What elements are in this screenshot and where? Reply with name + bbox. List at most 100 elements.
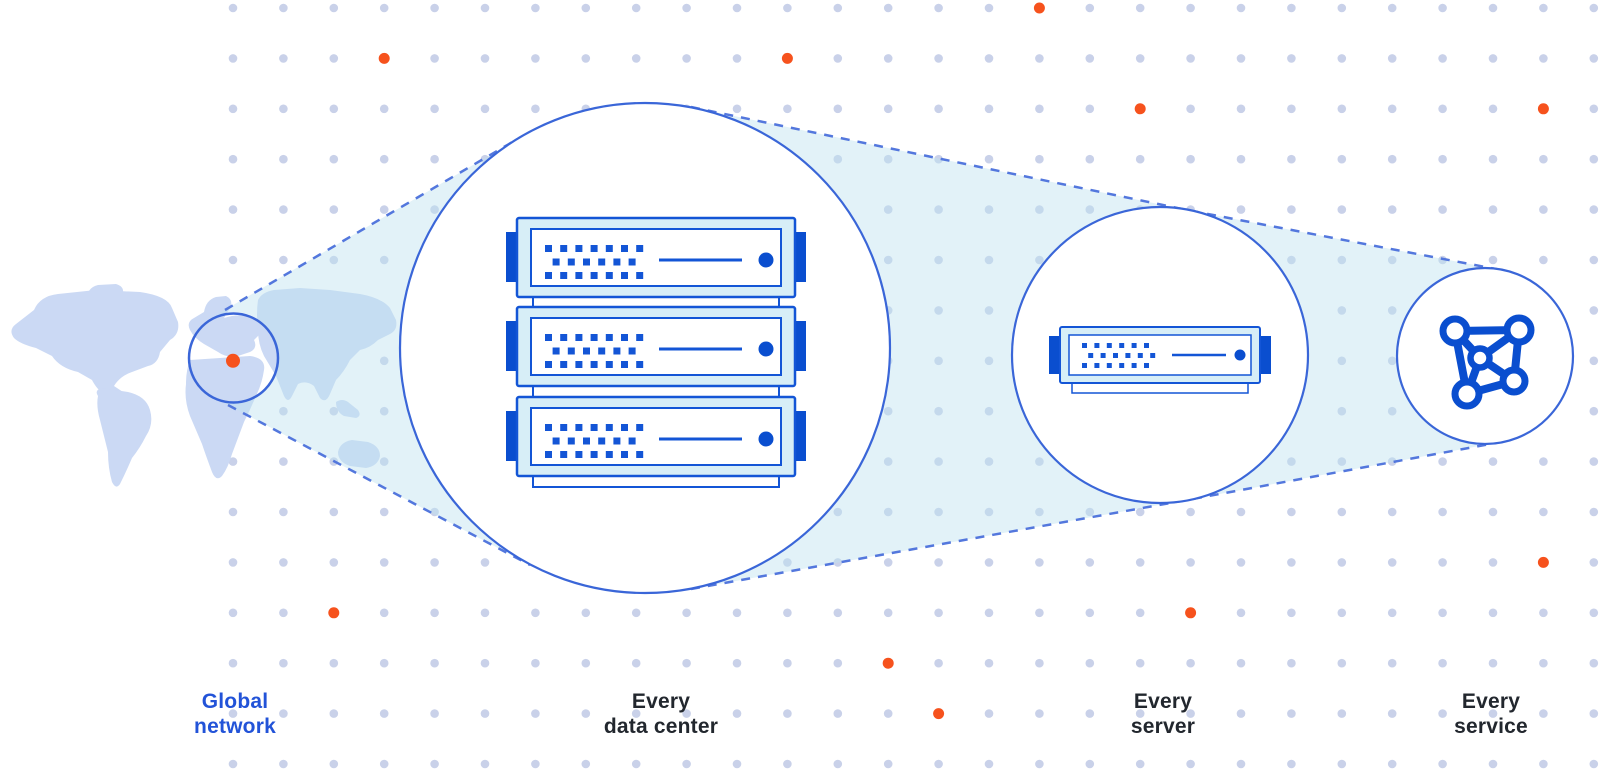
server-vent-dot <box>1119 363 1125 368</box>
grid-dot <box>1589 356 1599 366</box>
grid-dot <box>279 457 288 466</box>
grid-dot <box>631 759 641 769</box>
server-side-tab <box>506 411 517 461</box>
server-side-tab <box>506 321 517 371</box>
grid-dot <box>1589 558 1599 567</box>
continent-europe <box>188 296 265 357</box>
grid-dot <box>1186 558 1195 567</box>
grid-dot <box>1539 457 1548 466</box>
grid-dot <box>581 759 591 769</box>
mesh-node <box>1451 378 1483 410</box>
server-faceplate <box>530 317 782 376</box>
server-vent-dot <box>1119 343 1125 348</box>
grid-dot <box>581 658 591 668</box>
grid-dot <box>1186 658 1195 668</box>
grid-dot <box>329 154 339 164</box>
grid-dot <box>1589 709 1599 718</box>
label-global-network: Global network <box>194 689 276 739</box>
server-vent-dot <box>545 451 552 458</box>
server-vent-dot <box>1137 353 1143 358</box>
server-vent-dot <box>560 361 568 368</box>
accent-dot <box>781 52 793 64</box>
server-side-tab <box>795 232 806 282</box>
server-power-dot <box>758 341 774 357</box>
grid-dot <box>1539 54 1548 63</box>
grid-dot <box>531 658 540 668</box>
grid-dot <box>1589 406 1599 416</box>
grid-dot <box>531 3 540 13</box>
grid-dot <box>279 608 288 618</box>
grid-dot <box>379 457 389 466</box>
grid-dot <box>1085 759 1095 769</box>
grid-dot <box>480 3 490 13</box>
grid-dot <box>934 104 943 114</box>
grid-dot <box>1387 3 1397 13</box>
grid-dot <box>1085 54 1095 63</box>
grid-dot <box>833 54 843 63</box>
accent-dot <box>933 708 945 720</box>
grid-dot <box>783 608 792 618</box>
grid-dot <box>833 104 843 114</box>
grid-dot <box>1387 255 1397 265</box>
mesh-node <box>1499 366 1529 396</box>
grid-dot <box>279 558 288 567</box>
grid-dot <box>1287 457 1296 466</box>
grid-dot <box>1337 507 1347 517</box>
dashed-line-upper-right <box>690 105 1502 272</box>
grid-dot <box>531 709 540 718</box>
grid-dot <box>1387 54 1397 63</box>
grid-dot <box>732 54 742 63</box>
server-side-tab <box>1260 336 1271 374</box>
grid-dot <box>1085 3 1095 13</box>
server-vent-dot <box>575 361 583 368</box>
grid-dot <box>883 406 893 416</box>
server-vent-dot <box>575 451 583 458</box>
grid-dot <box>1287 658 1296 668</box>
grid-dot <box>1085 558 1095 567</box>
grid-dot <box>1135 759 1145 769</box>
grid-dot <box>1438 558 1447 567</box>
grid-dot <box>984 54 994 63</box>
server-vent-dot <box>590 424 598 431</box>
grid-dot <box>581 709 591 718</box>
grid-dot <box>1337 457 1347 466</box>
grid-dot <box>883 205 893 214</box>
grid-dot <box>1589 205 1599 214</box>
server-vent-dot <box>1125 353 1131 358</box>
grid-dot <box>329 104 339 114</box>
server-vent-dot <box>621 334 628 341</box>
grid-dot <box>1539 507 1548 517</box>
grid-dot <box>1488 658 1498 668</box>
grid-dot <box>1589 759 1599 769</box>
grid-dot <box>1539 255 1548 265</box>
grid-dot <box>581 54 591 63</box>
grid-dot <box>1035 608 1044 618</box>
server-vent-dot <box>1144 343 1149 348</box>
grid-dot <box>682 658 691 668</box>
server-vent-dot <box>621 361 628 368</box>
continent-africa <box>185 356 265 479</box>
grid-dot <box>984 709 994 718</box>
server-vent-dot <box>1131 363 1137 368</box>
grid-dot <box>1287 558 1296 567</box>
server-vent-dot <box>1094 363 1100 368</box>
grid-dot <box>1589 54 1599 63</box>
server-vent-dot <box>605 245 613 252</box>
server-vent-dot <box>575 245 583 252</box>
server-vent-dot <box>1106 363 1112 368</box>
grid-dot <box>984 658 994 668</box>
grid-dot <box>430 759 439 769</box>
grid-dot <box>883 507 893 517</box>
server-side-tab <box>795 321 806 371</box>
server-vent-dot <box>598 437 606 445</box>
grid-dot <box>1387 356 1397 366</box>
continent-north-america <box>11 290 179 402</box>
label-line: service <box>1454 715 1528 738</box>
grid-dot <box>1387 104 1397 114</box>
grid-dot <box>1035 457 1044 466</box>
grid-dot <box>1135 709 1145 718</box>
server-vent-dot <box>545 424 552 431</box>
grid-dot <box>984 558 994 567</box>
grid-dot <box>682 709 691 718</box>
grid-dot <box>1135 608 1145 618</box>
